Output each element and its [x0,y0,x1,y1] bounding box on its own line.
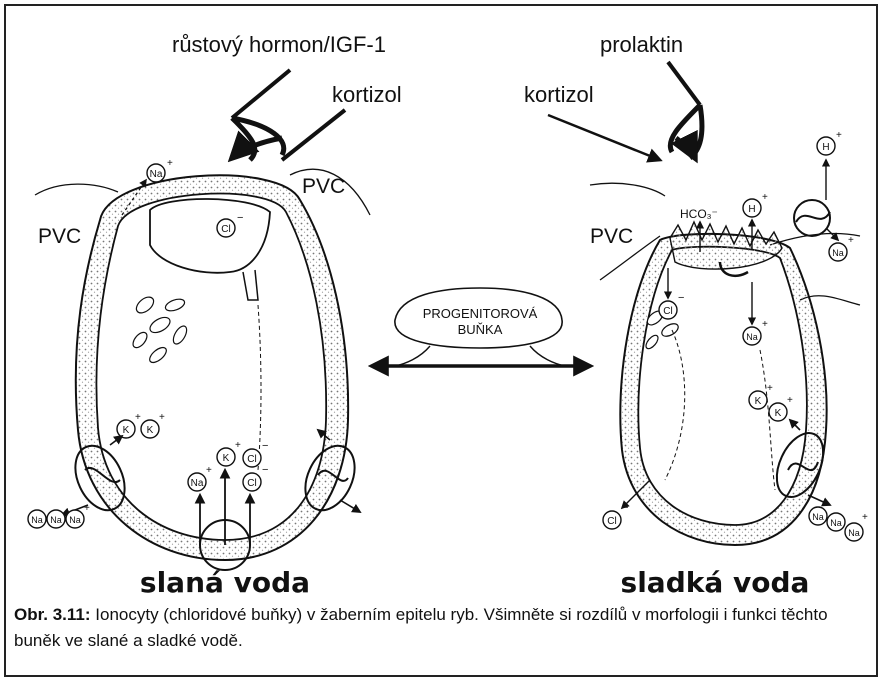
ionocyte-diagram: růstový hormon/IGF-1 kortizol PVC PVC [0,0,884,600]
svg-text:+: + [159,412,165,423]
svg-text:+: + [848,235,854,246]
progenitor-label-2: BUŇKA [458,322,503,337]
apical-crypt [150,199,270,273]
na-ion-fresh-triple: Na Na Na + [809,507,868,541]
gh-arrow-stem [232,70,290,118]
na-out-arrow-right [340,500,360,512]
hco3-label: HCO₃⁻ [680,207,718,221]
h-ion-apical: H + [743,192,768,217]
svg-text:Na: Na [69,515,81,525]
svg-text:K: K [775,408,782,419]
na-ion-top-left: Na + [147,158,173,182]
svg-text:+: + [206,465,212,476]
seawater-ionocyte: růstový hormon/IGF-1 kortizol PVC PVC [28,32,402,570]
svg-text:Cl: Cl [247,454,256,465]
cortisol-right-label: kortizol [524,82,594,107]
freshwater-title: sladká voda [621,566,810,599]
svg-text:−: − [678,292,684,304]
svg-text:K: K [223,453,230,464]
h-ion-far: H + [817,130,842,155]
svg-text:+: + [787,395,793,406]
svg-text:K: K [123,425,130,436]
svg-text:+: + [135,412,141,423]
svg-text:+: + [862,512,868,523]
cortisol-right-arrow [548,115,660,160]
progenitor-stalks [395,346,565,366]
svg-text:Cl: Cl [221,224,230,235]
svg-text:+: + [167,158,173,169]
hormone-right-arrow [676,138,695,158]
freshwater-ionocyte: prolaktin kortizol PVC HCO₃⁻ H + [524,32,868,545]
na-out-arrow-fresh [808,495,830,505]
svg-text:Na: Na [832,248,844,258]
svg-text:Cl: Cl [663,306,672,317]
svg-text:Na: Na [830,518,842,528]
caption-prefix: Obr. 3.11: [14,605,91,624]
pvc-exchanger-wave [796,212,830,222]
svg-text:K: K [147,425,154,436]
svg-text:+: + [762,319,768,330]
svg-text:Na: Na [50,515,62,525]
saltwater-title: slaná voda [140,566,310,599]
svg-text:Na: Na [812,512,824,522]
pvc-label-left-a: PVC [38,225,81,248]
cortisol-left-label: kortizol [332,82,402,107]
cortisol-left-stem [282,110,345,160]
pvc-left-outline [35,184,118,195]
na-ion-far: Na + [829,235,854,261]
pvc-right-cell-outline-a [590,183,665,196]
svg-text:−: − [262,440,268,452]
svg-text:+: + [84,503,90,514]
prolactin-label: prolaktin [600,32,683,57]
svg-text:Cl: Cl [607,516,616,527]
svg-text:Na: Na [746,332,758,342]
svg-text:−: − [237,212,243,224]
na-ion-triple: Na Na Na + [28,503,90,528]
svg-text:Na: Na [848,528,860,538]
growth-hormone-label: růstový hormon/IGF-1 [172,32,386,57]
svg-text:H: H [748,204,755,215]
freshwater-cell-inner [638,247,806,525]
svg-text:Na: Na [31,515,43,525]
progenitor-label-1: PROGENITOROVÁ [423,306,538,321]
prolactin-arrow-stem [668,62,700,105]
svg-text:+: + [762,192,768,203]
figure-caption: Obr. 3.11: Ionocyty (chloridové buňky) v… [14,602,870,654]
progenitor-cell: PROGENITOROVÁ BUŇKA [372,288,590,366]
pvc-label-right: PVC [590,225,633,248]
svg-text:K: K [755,396,762,407]
svg-text:Na: Na [191,478,204,489]
pvc-label-left-b: PVC [302,175,345,198]
svg-text:+: + [836,130,842,141]
svg-text:+: + [767,383,773,394]
svg-text:−: − [262,464,268,476]
svg-text:Cl: Cl [247,478,256,489]
svg-text:Na: Na [150,169,163,180]
svg-text:+: + [235,440,241,451]
caption-text: Ionocyty (chloridové buňky) v žaberním e… [14,605,828,650]
svg-text:H: H [822,142,829,153]
